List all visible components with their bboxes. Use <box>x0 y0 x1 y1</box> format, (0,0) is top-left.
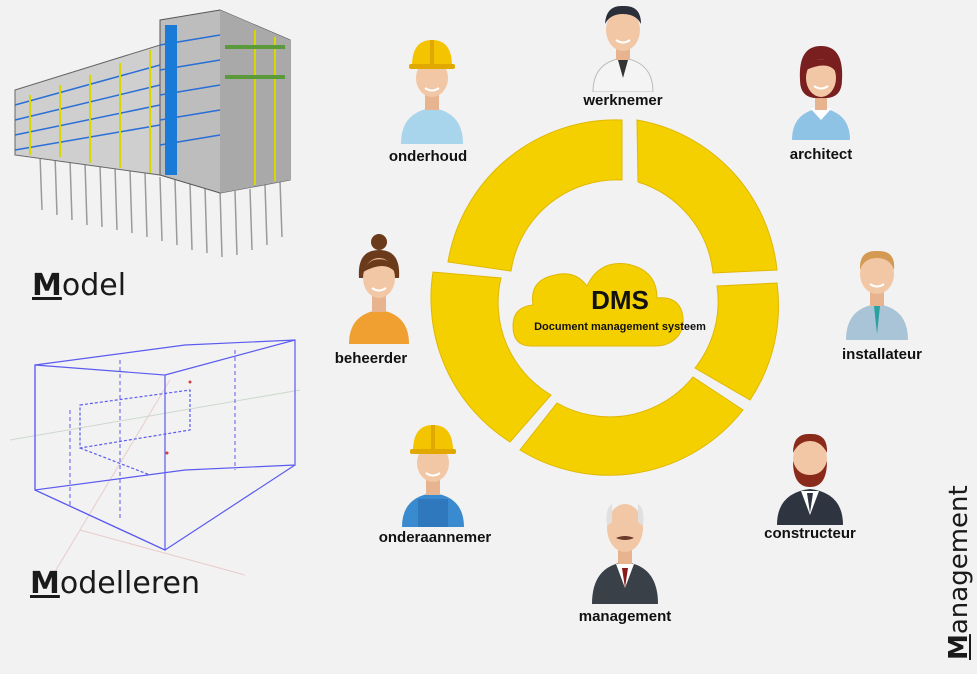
onderhoud-avatar <box>401 40 463 144</box>
modelleren-caption-rest: odelleren <box>59 566 200 601</box>
model-caption-rest: odel <box>61 268 127 303</box>
dms-subtitle: Document management systeem <box>534 321 706 333</box>
constructeur-avatar <box>777 433 843 525</box>
role-label-onderhoud: onderhoud <box>388 148 468 165</box>
management-caption: Management <box>944 485 974 660</box>
modelleren-caption: Modelleren <box>30 566 200 601</box>
onderaannemer-avatar <box>402 425 464 527</box>
modelleren-caption-initial: M <box>30 566 60 601</box>
management-caption-initial: M <box>944 634 974 660</box>
beheerder-avatar <box>349 234 409 344</box>
ring-segment-left <box>430 271 552 443</box>
role-label-architect: architect <box>789 146 853 163</box>
management-avatar <box>592 504 658 604</box>
role-label-management: management <box>578 608 672 625</box>
architect-avatar <box>792 46 850 140</box>
building-model-image <box>14 9 291 258</box>
ring-segment-right <box>694 282 780 401</box>
role-label-constructeur: constructeur <box>764 525 856 542</box>
installateur-avatar <box>846 250 908 340</box>
ring-segment-top-right <box>636 119 778 274</box>
dms-title: DMS <box>591 285 649 315</box>
model-caption-initial: M <box>32 268 62 303</box>
dms-cloud-shape <box>512 262 684 347</box>
role-label-installateur: installateur <box>841 346 923 363</box>
management-caption-rest: anagement <box>944 485 974 635</box>
model-caption: Model <box>32 268 126 303</box>
ring-segment-bottom <box>519 376 744 476</box>
role-label-werknemer: werknemer <box>583 92 663 109</box>
role-label-onderaannemer: onderaannemer <box>378 529 492 546</box>
dms-ring-diagram <box>430 119 780 476</box>
role-label-beheerder: beheerder <box>334 350 408 367</box>
wireframe-box-image <box>10 339 301 580</box>
ring-segment-top-left <box>447 119 623 272</box>
werknemer-avatar <box>592 5 654 92</box>
